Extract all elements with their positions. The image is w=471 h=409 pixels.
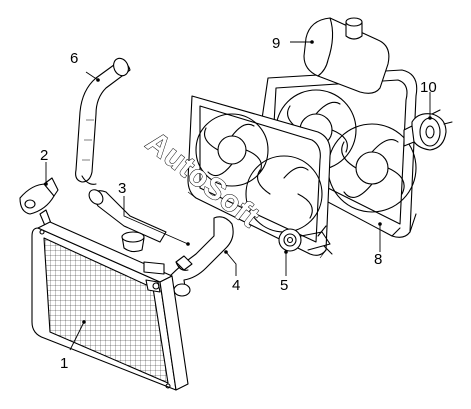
callout-2: 2 [40,147,48,164]
upper-radiator-hose [75,57,131,185]
callout-5: 5 [280,277,288,294]
expansion-tank [303,17,390,94]
callout-10: 10 [420,79,437,96]
lower-hose-upper-segment [88,189,167,243]
callout-8: 8 [374,251,382,268]
callout-4: 4 [232,277,240,294]
lower-radiator-hose [169,216,234,297]
leader-lines [44,40,432,351]
fan-hub-motor [278,225,333,255]
fan-motor [403,109,453,151]
callout-3: 3 [118,180,126,197]
callout-9: 9 [272,35,280,52]
callout-labels: 1 2 3 4 5 6 8 9 10 [40,35,437,372]
fan-shroud-front [187,95,331,259]
callout-6: 6 [70,50,78,67]
drain-bracket [19,177,59,229]
callout-1: 1 [60,355,68,372]
radiator [31,221,189,391]
